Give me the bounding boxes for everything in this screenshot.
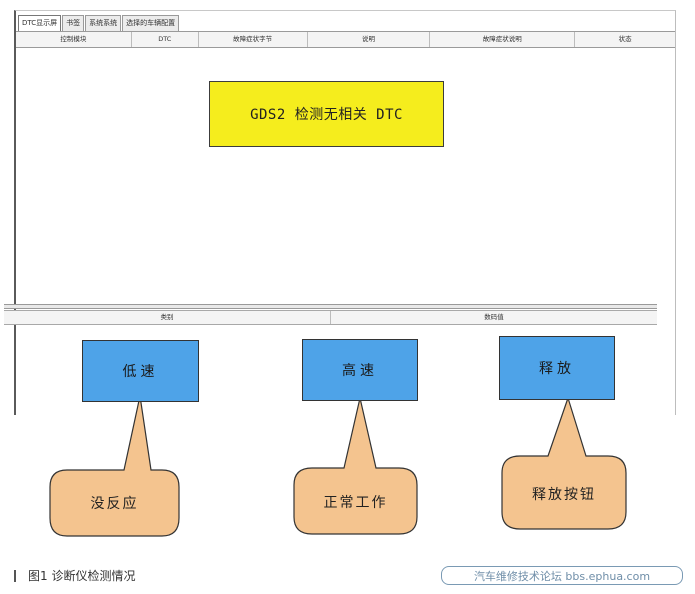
figure-caption: 图1 诊断仪检测情况 [14, 567, 135, 584]
bubble-normal-work-label: 正常工作 [323, 495, 388, 511]
column-dtc[interactable]: DTC [132, 32, 199, 47]
bubble-no-response [49, 395, 180, 537]
column-control-module[interactable]: 控制模块 [16, 32, 132, 47]
watermark-text: 汽车维修技术论坛 bbs.ephua.com [473, 569, 651, 583]
dtc-table: 控制模块 DTC 故障症状字节 说明 故障症状说明 状态 [16, 31, 675, 314]
dtc-table-header: 控制模块 DTC 故障症状字节 说明 故障症状说明 状态 [16, 32, 675, 48]
pane-splitter[interactable] [4, 304, 657, 309]
high-speed-box: 高速 [302, 339, 418, 401]
no-dtc-message-box: GDS2 检测无相关 DTC [209, 81, 444, 147]
column-status[interactable]: 状态 [618, 35, 632, 43]
release-label: 释放 [539, 361, 575, 377]
tab-bar: DTC显示屏 书签 系统系统 选择的车辆配置 [18, 15, 180, 31]
tab-dtc-display[interactable]: DTC显示屏 [18, 15, 62, 31]
low-speed-box: 低速 [82, 340, 199, 402]
column-category[interactable]: 类别 [4, 311, 331, 324]
tab-system[interactable]: 系统系统 [85, 15, 122, 31]
forum-watermark: 汽车维修技术论坛 bbs.ephua.com [441, 566, 683, 585]
bubble-no-response-label: 没反应 [90, 496, 139, 512]
column-value[interactable]: 数码值 [484, 313, 504, 321]
bubble-normal-work [293, 397, 418, 535]
data-table-header: 类别 数码值 [4, 310, 657, 325]
high-speed-label: 高速 [342, 363, 378, 379]
column-description[interactable]: 说明 [308, 32, 431, 47]
bubble-release-button [501, 396, 627, 530]
low-speed-label: 低速 [122, 364, 159, 380]
release-box: 释放 [499, 336, 615, 400]
bubble-release-button-label: 释放按钮 [532, 487, 596, 503]
caption-bar-icon [14, 569, 16, 582]
tab-vehicle-config[interactable]: 选择的车辆配置 [122, 15, 180, 31]
caption-text: 图1 诊断仪检测情况 [28, 569, 136, 583]
no-dtc-message: GDS2 检测无相关 DTC [250, 107, 403, 123]
column-symptom-byte[interactable]: 故障症状字节 [199, 32, 308, 47]
tab-bookmarks[interactable]: 书签 [62, 15, 85, 31]
column-symptom-description[interactable]: 故障症状说明 [430, 32, 576, 47]
